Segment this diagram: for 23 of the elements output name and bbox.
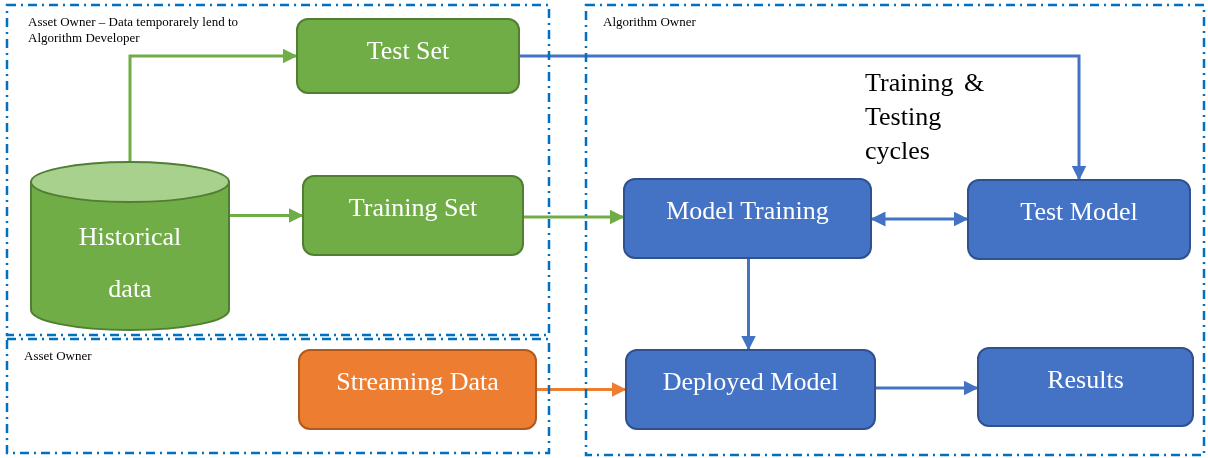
arrow [520,54,1087,181]
arrow [876,380,979,396]
dash-dot-region [6,338,550,454]
cycle-note: Training & Testing cycles [865,67,986,167]
arrow [128,48,298,161]
process-box: Test Set [296,18,520,94]
arrow [524,209,625,225]
process-box: Model Training [623,178,872,259]
region-heading: Asset Owner – Data temporarely lend to Algorithm Developer [28,14,240,46]
arrow [537,382,627,397]
cylinder-label: Historical data [77,221,183,305]
arrow [870,211,969,227]
process-box: Results [977,347,1194,427]
process-box: Test Model [967,179,1191,260]
arrow [230,208,304,223]
dash-dot-region [6,4,550,336]
region-heading: Asset Owner [24,348,93,364]
process-box: Streaming Data [298,349,537,430]
arrow [741,259,756,351]
region-heading: Algorithm Owner [603,14,697,30]
process-box: Training Set [302,175,524,256]
dash-dot-region [585,4,1205,456]
process-box: Deployed Model [625,349,876,430]
